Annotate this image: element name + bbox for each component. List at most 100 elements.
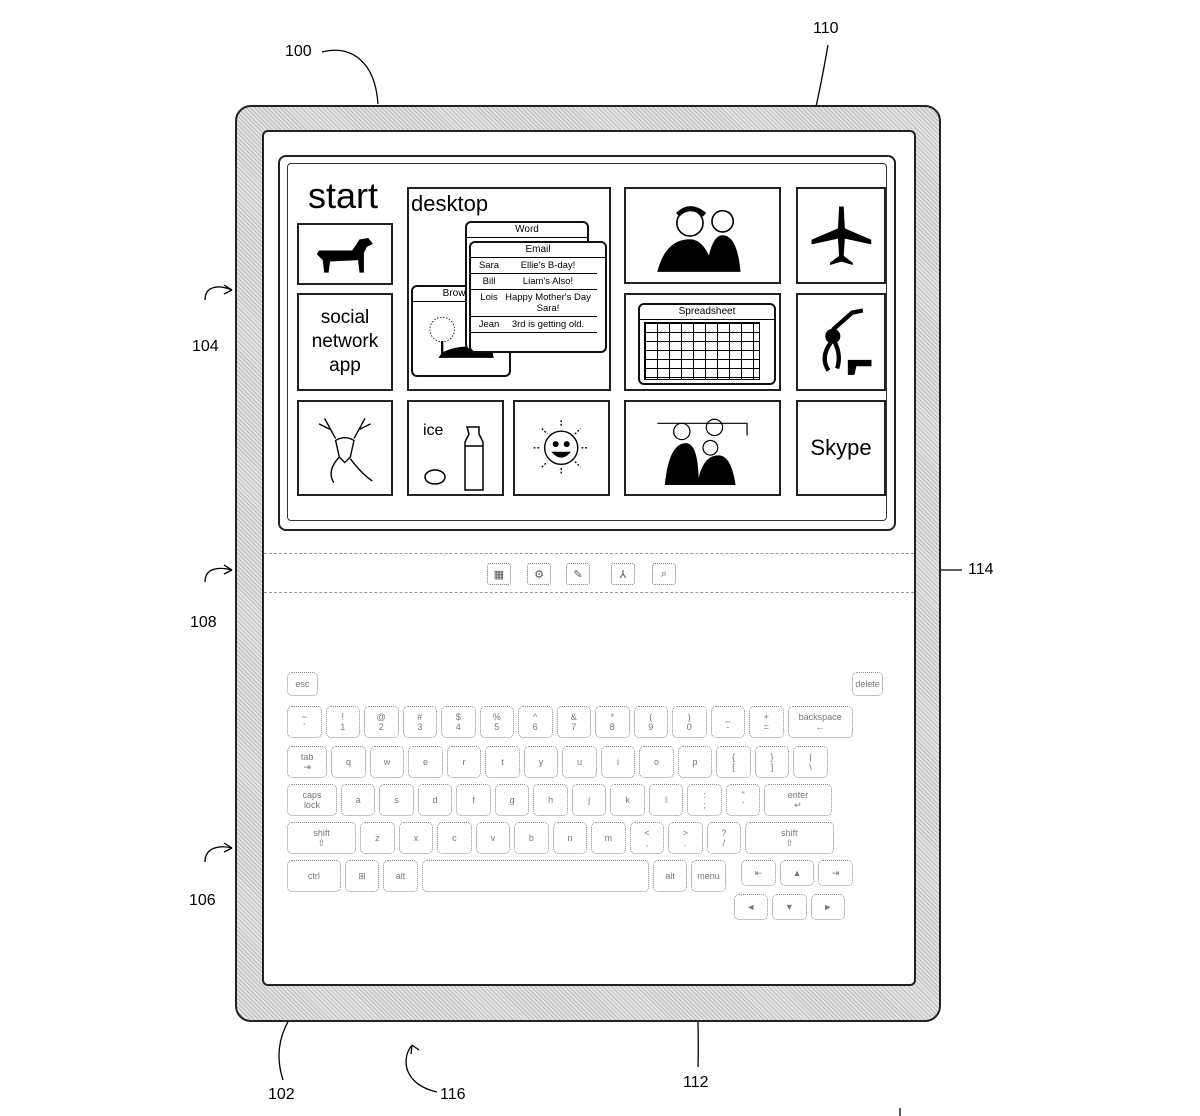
key[interactable]: esc: [287, 672, 318, 696]
key[interactable]: tab ⇥: [287, 746, 328, 778]
key[interactable]: ? /: [706, 822, 742, 854]
key[interactable]: * 8: [595, 706, 630, 738]
key[interactable]: menu: [691, 860, 726, 892]
search-icon[interactable]: ⌕: [652, 563, 676, 585]
tile-group-photo[interactable]: [624, 400, 781, 496]
key[interactable]: enter ↵: [764, 784, 832, 816]
key[interactable]: j: [571, 784, 607, 816]
key[interactable]: t: [485, 746, 520, 778]
key[interactable]: { [: [716, 746, 751, 778]
key[interactable]: } ]: [754, 746, 790, 778]
spreadsheet-window[interactable]: Spreadsheet: [638, 303, 776, 385]
key[interactable]: # 3: [402, 706, 437, 738]
key[interactable]: ( 9: [633, 706, 668, 738]
key[interactable]: b: [514, 822, 549, 854]
monkey-gun-icon: [822, 308, 872, 376]
key[interactable]: g: [494, 784, 530, 816]
key[interactable]: a: [340, 784, 376, 816]
tile-social-network-app[interactable]: social network app: [297, 293, 393, 391]
key[interactable]: delete: [852, 672, 883, 696]
key[interactable]: $ 4: [441, 706, 476, 738]
key[interactable]: ◄: [733, 894, 769, 920]
browser-title: Browser: [413, 287, 509, 302]
key[interactable]: q: [331, 746, 366, 778]
smiling-sun-icon: [533, 420, 590, 476]
key[interactable]: [421, 860, 649, 892]
key[interactable]: ▲: [779, 860, 815, 886]
key[interactable]: m: [591, 822, 626, 854]
tile-airplane[interactable]: [796, 187, 886, 284]
virtual-keyboard: esc delete ~ `! 1@ 2# 3$ 4% 5^ 6& 7* 8( 9)…: [287, 672, 891, 922]
share-icon[interactable]: ⅄: [611, 563, 635, 585]
key[interactable]: alt: [652, 860, 688, 892]
key[interactable]: ~ `: [287, 706, 322, 738]
key[interactable]: y: [523, 746, 559, 778]
tile-spreadsheet[interactable]: Spreadsheet: [624, 293, 781, 391]
key[interactable]: ) 0: [672, 706, 707, 738]
key[interactable]: u: [562, 746, 597, 778]
key[interactable]: s: [379, 784, 414, 816]
key[interactable]: < ,: [629, 822, 665, 854]
key[interactable]: % 5: [479, 706, 514, 738]
key[interactable]: : ;: [687, 784, 722, 816]
key[interactable]: x: [398, 822, 434, 854]
key[interactable]: ▼: [772, 894, 807, 920]
key[interactable]: e: [408, 746, 443, 778]
key[interactable]: v: [475, 822, 511, 854]
tile-dog[interactable]: [297, 223, 393, 285]
key[interactable]: ►: [810, 894, 846, 920]
spreadsheet-grid: [644, 322, 760, 380]
tile-sun[interactable]: [513, 400, 610, 496]
key[interactable]: w: [369, 746, 405, 778]
key[interactable]: c: [437, 822, 472, 854]
email-subject: Liam's Also!: [522, 276, 574, 287]
settings-icon[interactable]: ⚙: [527, 563, 551, 585]
key[interactable]: alt: [383, 860, 418, 892]
key[interactable]: ! 1: [325, 706, 360, 738]
key[interactable]: r: [446, 746, 482, 778]
key[interactable]: z: [360, 822, 395, 854]
tile-deer[interactable]: [297, 400, 393, 496]
key[interactable]: ^ 6: [518, 706, 553, 738]
key[interactable]: shift ⇧: [745, 822, 834, 854]
key[interactable]: backspace ←: [787, 706, 853, 738]
key[interactable]: p: [677, 746, 713, 778]
key[interactable]: _ -: [710, 706, 745, 738]
key[interactable]: ⊞: [344, 860, 380, 892]
key[interactable]: h: [533, 784, 568, 816]
tile-skype[interactable]: Skype: [796, 400, 886, 496]
key[interactable]: ctrl: [287, 860, 341, 892]
key[interactable]: f: [456, 784, 491, 816]
key[interactable]: l: [648, 784, 684, 816]
key[interactable]: ⇤: [741, 860, 776, 886]
key[interactable]: shift ⇧: [287, 822, 357, 854]
key[interactable]: k: [610, 784, 645, 816]
key[interactable]: | \: [793, 746, 828, 778]
key[interactable]: & 7: [556, 706, 591, 738]
key[interactable]: " ': [725, 784, 761, 816]
key[interactable]: > .: [668, 822, 703, 854]
ref-102: 102: [268, 1086, 295, 1103]
key[interactable]: o: [639, 746, 674, 778]
spreadsheet-title: Spreadsheet: [640, 305, 774, 320]
key[interactable]: n: [552, 822, 588, 854]
key[interactable]: caps lock: [287, 784, 337, 816]
key[interactable]: @ 2: [364, 706, 399, 738]
tile-ice[interactable]: ice: [407, 400, 504, 496]
email-title: Email: [471, 243, 605, 258]
ref-116: 116: [440, 1086, 466, 1103]
grid-icon[interactable]: ▦: [487, 563, 511, 585]
tile-monkey[interactable]: [796, 293, 886, 391]
key[interactable]: d: [417, 784, 453, 816]
pen-icon[interactable]: ✎: [566, 563, 590, 585]
tile-family-photo[interactable]: [624, 187, 781, 284]
key[interactable]: i: [600, 746, 636, 778]
key[interactable]: + =: [749, 706, 784, 738]
key[interactable]: ⇥: [818, 860, 853, 886]
